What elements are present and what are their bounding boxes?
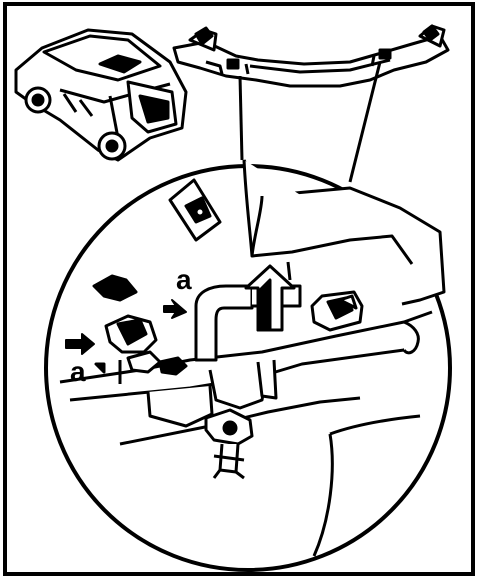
leader-lines bbox=[238, 61, 382, 183]
clip-housing bbox=[310, 290, 364, 332]
frame-border bbox=[3, 2, 475, 576]
up-arrow-icon bbox=[244, 264, 296, 332]
callout-label-a: a bbox=[176, 264, 192, 295]
bumper-bracket-icon bbox=[172, 24, 450, 88]
car-overview-icon bbox=[14, 28, 188, 162]
small-arrows bbox=[65, 299, 187, 355]
vertical-marks bbox=[118, 261, 292, 384]
clip-icon bbox=[168, 178, 222, 242]
loose-clip-parts bbox=[92, 274, 188, 376]
fastener-screw bbox=[204, 408, 254, 480]
callout-label-a: a bbox=[70, 356, 86, 387]
